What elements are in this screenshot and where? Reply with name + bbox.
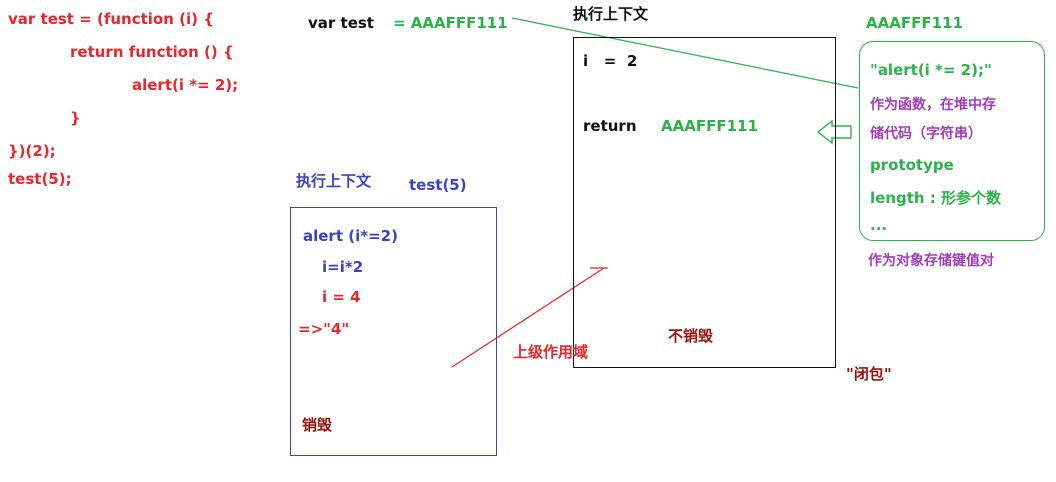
alert-output: =>"4": [298, 320, 350, 338]
code-line-6: test(5);: [8, 170, 72, 188]
code-line-1: var test = (function (i) {: [8, 10, 214, 28]
outer-scope-label: 上级作用域: [513, 343, 589, 361]
code-line-5: })(2);: [8, 142, 56, 160]
code-line-3: alert(i *= 2);: [132, 76, 239, 94]
closure-label: "闭包": [846, 365, 892, 383]
exec-context-title: 执行上下文: [573, 5, 649, 23]
object-storage-note: 作为对象存储键值对: [868, 253, 994, 269]
var-test-label: var test: [308, 14, 374, 32]
not-destroyed-label: 不销毁: [668, 327, 714, 345]
heap-memory-box: [859, 41, 1045, 241]
return-label: return: [583, 117, 637, 135]
alert-statement: alert (i*=2): [303, 227, 398, 245]
heap-ellipsis: ...: [870, 216, 888, 234]
code-line-4: }: [70, 109, 81, 127]
step-multiply: i=i*2: [322, 258, 364, 276]
heap-desc-line-2: 储代码（字符串）: [870, 126, 982, 142]
destroyed-label: 销毁: [302, 416, 333, 434]
exec-context-box: [573, 37, 836, 368]
step-result-value: i = 4: [322, 288, 361, 306]
length-label: length : 形参个数: [870, 189, 1002, 207]
var-i-value: i = 2: [583, 52, 638, 70]
inner-exec-context-title: 执行上下文: [296, 172, 372, 190]
code-line-2: return function () {: [70, 43, 234, 61]
prototype-label: prototype: [870, 156, 954, 174]
heap-address-title: AAAFFF111: [866, 14, 963, 32]
heap-desc-line-1: 作为函数，在堆中存: [870, 97, 996, 113]
inner-exec-context-box: [290, 207, 497, 456]
assigned-address: = AAAFFF111: [393, 14, 508, 32]
function-code-string: "alert(i *= 2);": [870, 61, 992, 79]
call-label: test(5): [409, 176, 467, 194]
return-address: AAAFFF111: [661, 117, 758, 135]
